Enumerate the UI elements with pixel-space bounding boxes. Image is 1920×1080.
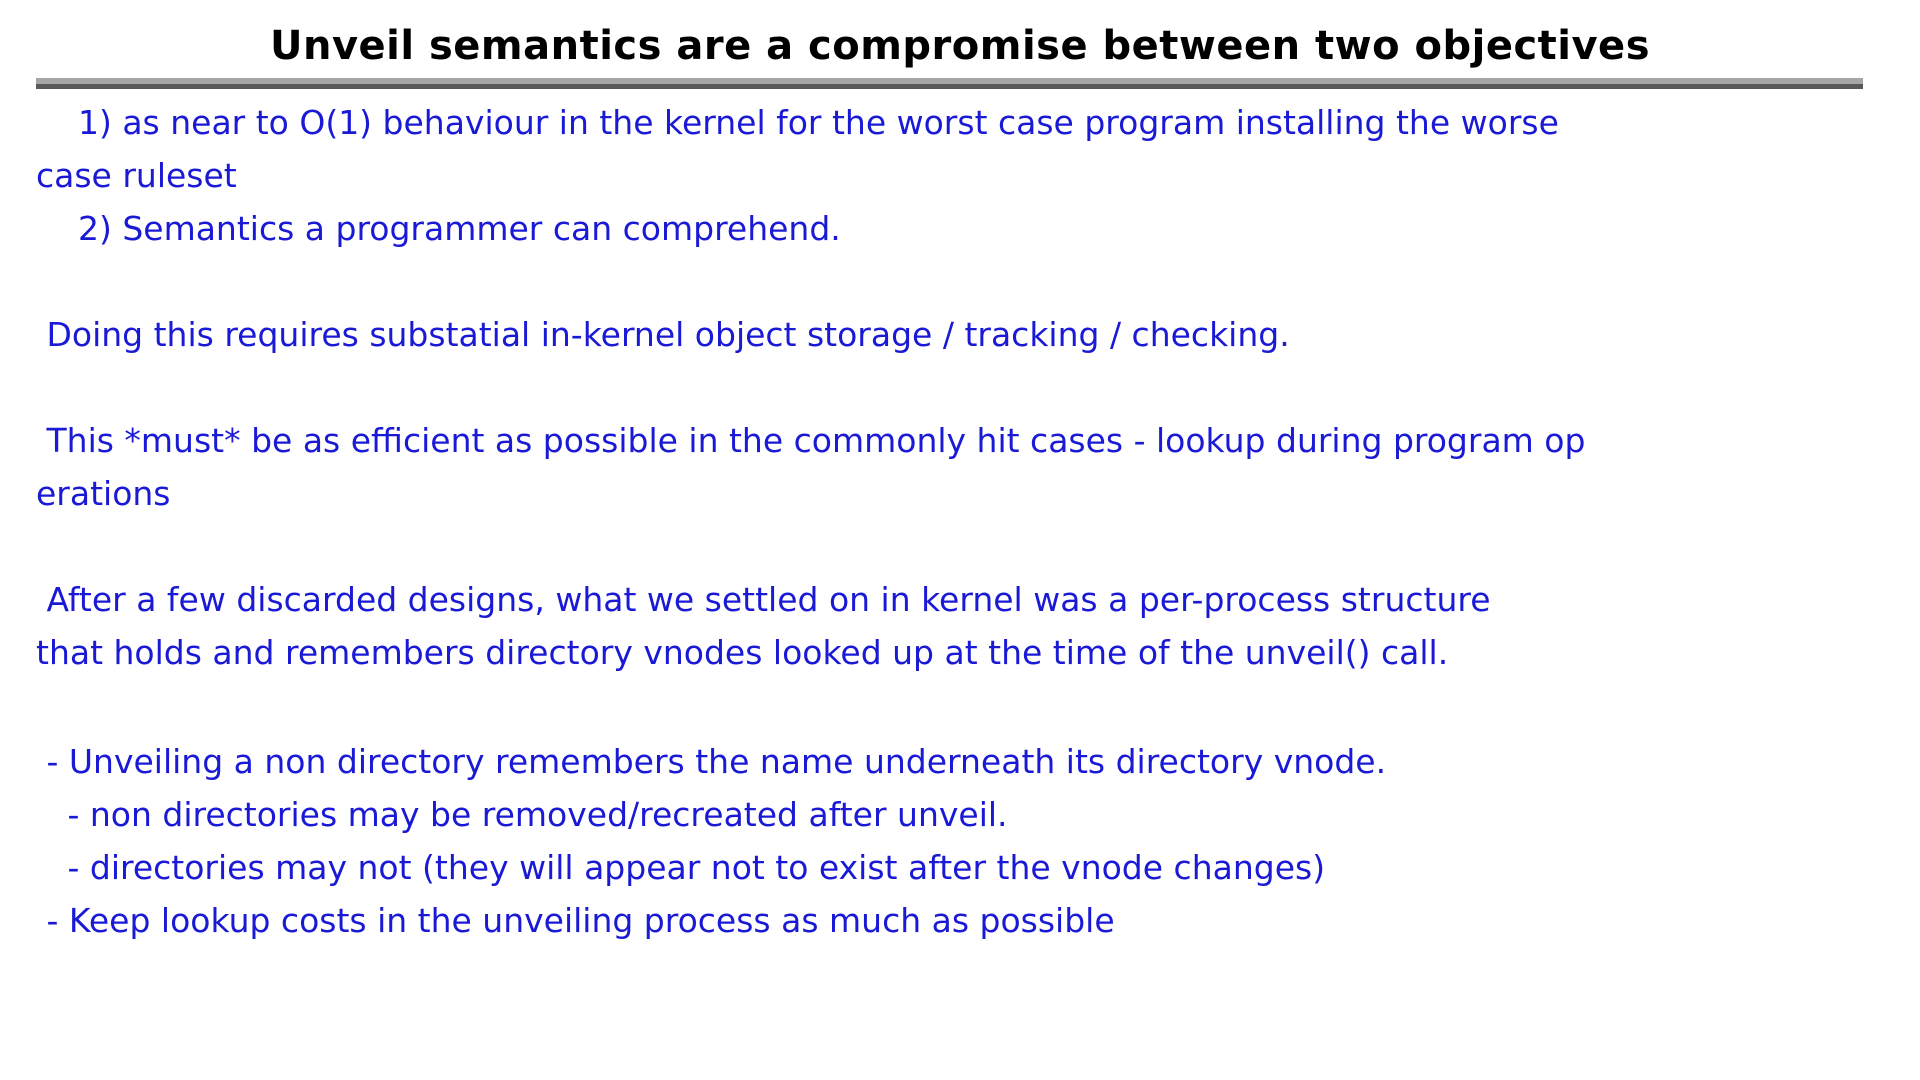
paragraph-efficiency-requirement: This *must* be as efficient as possible … <box>0 414 1920 520</box>
page-title: Unveil semantics are a compromise betwee… <box>269 23 1650 69</box>
body-line: erations <box>36 474 171 513</box>
blank-line <box>0 520 1920 573</box>
bullet-line: - non directories may be removed/recreat… <box>36 795 1008 834</box>
blank-line <box>0 679 1920 735</box>
body-line: that holds and remembers directory vnode… <box>36 633 1449 672</box>
body-line: Doing this requires substatial in-kernel… <box>36 315 1290 354</box>
bullet-line: - Unveiling a non directory remembers th… <box>36 742 1387 781</box>
bullet-line: - directories may not (they will appear … <box>36 848 1326 887</box>
paragraph-design-outcome: After a few discarded designs, what we s… <box>0 573 1920 679</box>
paragraph-bullet-list: - Unveiling a non directory remembers th… <box>0 735 1920 947</box>
body-line: This *must* be as efficient as possible … <box>36 421 1586 460</box>
blank-line <box>0 361 1920 414</box>
divider-bottom-band <box>36 84 1863 89</box>
blank-line <box>0 255 1920 308</box>
divider-top-band <box>36 78 1863 84</box>
body-line: 2) Semantics a programmer can comprehend… <box>36 209 841 248</box>
body-line: After a few discarded designs, what we s… <box>36 580 1491 619</box>
paragraph-objectives: 1) as near to O(1) behaviour in the kern… <box>0 96 1920 255</box>
paragraph-storage-requirement: Doing this requires substatial in-kernel… <box>0 308 1920 361</box>
body-line: 1) as near to O(1) behaviour in the kern… <box>36 103 1559 142</box>
body-line: case ruleset <box>36 156 237 195</box>
title-divider <box>36 78 1863 89</box>
bullet-line: - Keep lookup costs in the unveiling pro… <box>36 901 1115 940</box>
slide-body: 1) as near to O(1) behaviour in the kern… <box>0 96 1920 947</box>
